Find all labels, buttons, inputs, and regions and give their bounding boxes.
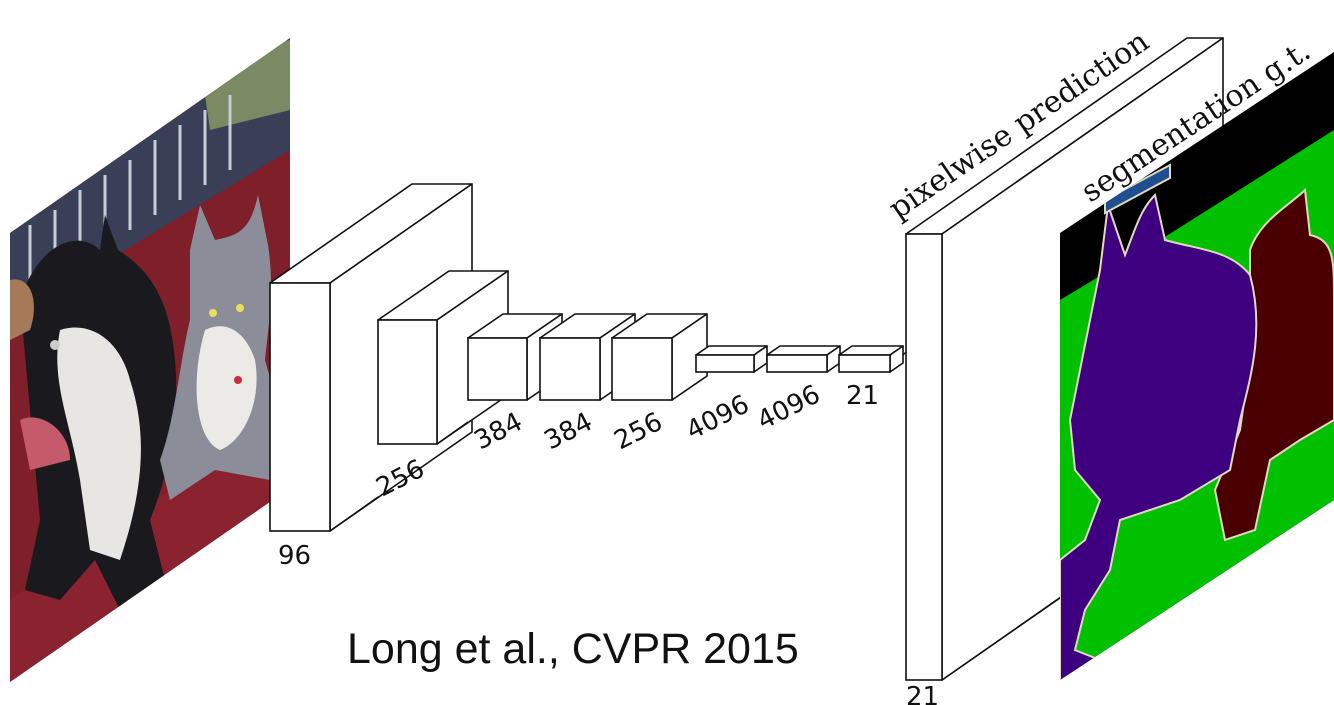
- layer-label-4096a: 4096: [682, 389, 755, 446]
- layer-label-256b: 256: [610, 407, 668, 456]
- layer-label-96: 96: [278, 541, 311, 571]
- layer-label-384b: 384: [540, 407, 598, 456]
- fc-layer-7-box: [767, 346, 840, 372]
- fc-layer-6-box: [696, 346, 767, 372]
- score-layer-box: [839, 346, 903, 372]
- layer-label-4096b: 4096: [753, 379, 826, 436]
- output-layer-label: 21: [906, 682, 939, 705]
- citation-text: Long et al., CVPR 2015: [347, 628, 799, 671]
- layer-label-21: 21: [846, 381, 879, 411]
- input-photo: [0, 0, 300, 705]
